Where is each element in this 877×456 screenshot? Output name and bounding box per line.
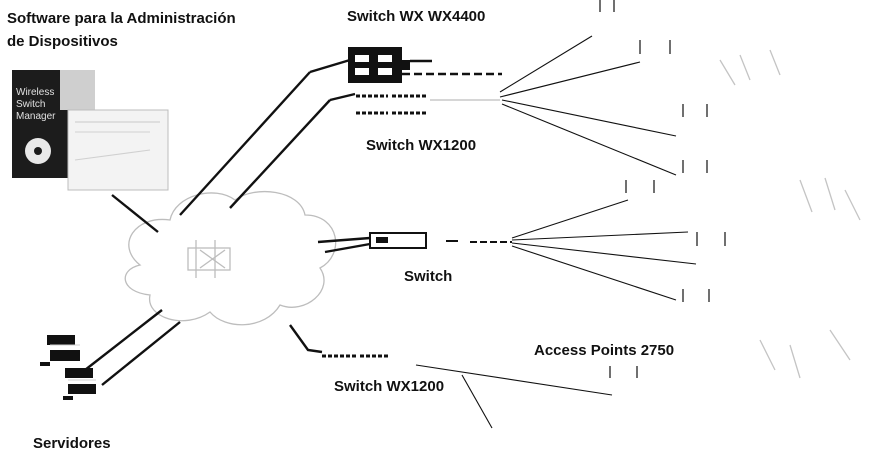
- server-icon: [40, 335, 80, 366]
- switch-wx4400-device: [348, 47, 410, 83]
- access-point-icon: [683, 104, 707, 117]
- server-icon: [63, 368, 96, 400]
- switch-middle-label: Switch: [404, 268, 452, 286]
- switch-wx1200-bottom-label: Switch WX1200: [334, 378, 444, 396]
- switch-wx1200-top-label: Switch WX1200: [366, 137, 476, 155]
- software-manager-box: Wireless Switch Manager: [12, 70, 168, 190]
- switch-wx4400-label: Switch WX WX4400: [347, 8, 485, 26]
- access-point-icon: [600, 0, 614, 12]
- access-point-icon: [610, 366, 637, 378]
- access-point-icon: [640, 40, 670, 54]
- switch-wx1200-top-device: [356, 96, 500, 113]
- access-point-icon: [683, 289, 709, 302]
- switch-middle-device: [370, 233, 512, 248]
- servers-label: Servidores: [33, 435, 111, 453]
- access-point-icon: [626, 180, 654, 193]
- access-points-label: Access Points 2750: [534, 342, 674, 360]
- access-point-icon: [697, 232, 725, 246]
- faint-antenna-icons: [720, 50, 860, 378]
- access-point-icon: [683, 160, 707, 173]
- network-cloud: [125, 192, 335, 325]
- screen-text-3: Manager: [16, 111, 56, 122]
- software-label-line1: Software para la Administración: [7, 10, 236, 28]
- screen-text-1: Wireless: [16, 87, 54, 98]
- software-label-line2: de Dispositivos: [7, 33, 118, 51]
- screen-text-2: Switch: [16, 99, 45, 110]
